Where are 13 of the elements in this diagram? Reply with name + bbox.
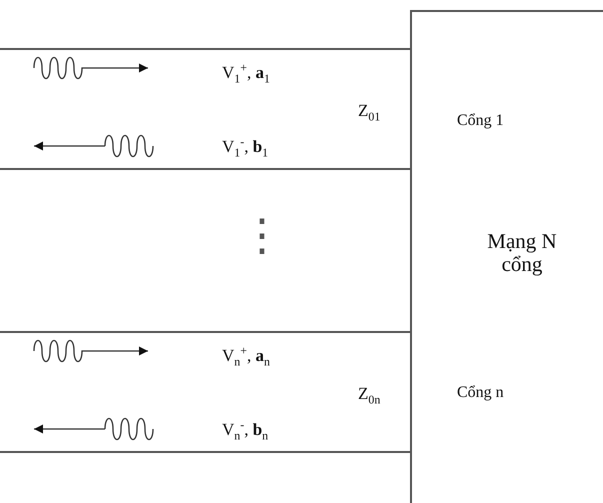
wave-label: V$_{1}$$^{-}$, b$_{1}$ (222, 138, 268, 157)
port-label: Cổng 1 (457, 112, 504, 130)
network-label: Mạng N cổng (486, 230, 558, 276)
transmission-line (0, 48, 410, 170)
transmission-line (0, 331, 410, 453)
port-label: Cổng n (457, 384, 504, 402)
wave-label: V$_{n}$$^{-}$, b$_{n}$ (222, 421, 268, 440)
ellipsis-label: ⋮ (240, 214, 284, 258)
network-box (410, 10, 603, 503)
impedance-label: Z$_{01}$ (358, 102, 380, 121)
wave-label: V$_{1}$$^{+}$, a$_{1}$ (222, 64, 270, 83)
wave-label: V$_{n}$$^{+}$, a$_{n}$ (222, 347, 270, 366)
impedance-label: Z$_{0n}$ (358, 385, 380, 404)
